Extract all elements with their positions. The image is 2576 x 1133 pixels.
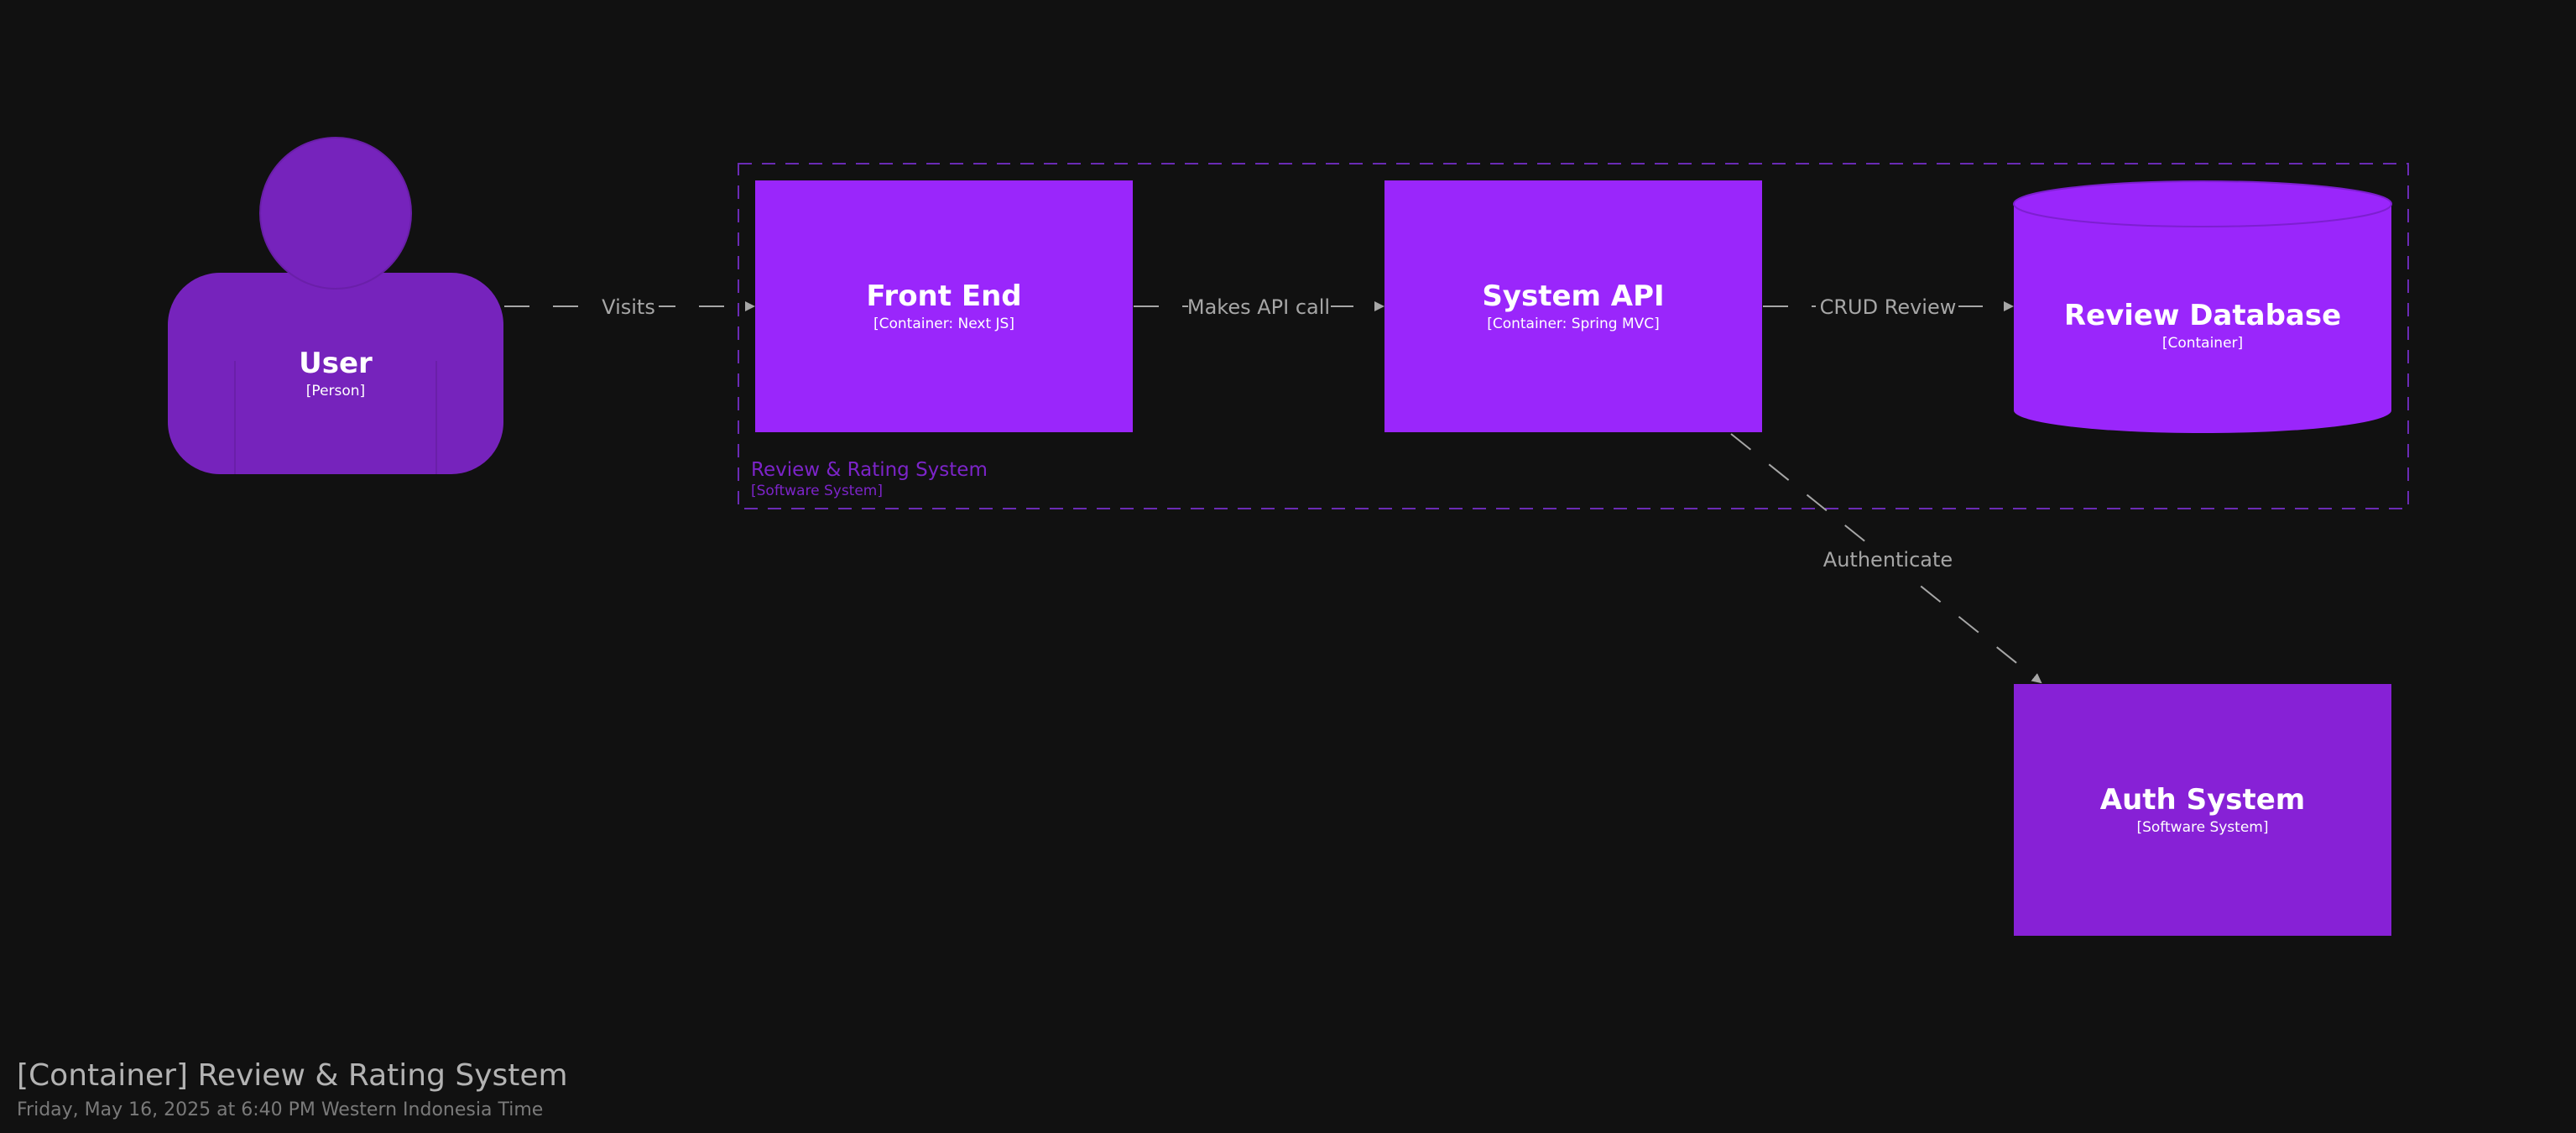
edge-label-bg xyxy=(592,293,659,320)
edge-label-visits: Visits xyxy=(602,295,655,319)
diagram-title: [Container] Review & Rating System xyxy=(17,1058,568,1093)
node-front-end[interactable]: Front End [Container: Next JS] xyxy=(755,180,1133,432)
edge-label-bg xyxy=(1188,293,1331,320)
boundary-subtitle: [Software System] xyxy=(751,483,883,499)
node-subtitle: [Person] xyxy=(306,383,365,399)
cylinder-body xyxy=(2014,204,2391,433)
node-title: System API xyxy=(1482,279,1664,313)
node-review-database[interactable]: Review Database [Container] xyxy=(2013,180,2392,433)
boundary-frame xyxy=(738,163,2409,509)
edge-label-bg xyxy=(1816,293,1958,320)
cylinder-top xyxy=(2013,180,2392,227)
node-title: Front End xyxy=(866,279,1021,313)
diagram-timestamp: Friday, May 16, 2025 at 6:40 PM Western … xyxy=(17,1099,544,1120)
person-body xyxy=(168,273,503,474)
system-boundary[interactable]: Review & Rating System [Software System] xyxy=(738,163,2409,509)
edge-label-authenticate: Authenticate xyxy=(1823,548,1953,572)
node-title: User xyxy=(299,347,373,380)
edge-crud-review[interactable]: CRUD Review xyxy=(1763,293,2014,320)
node-title: Auth System xyxy=(2100,783,2305,817)
node-subtitle: [Software System] xyxy=(2136,819,2268,836)
edge-label-bg xyxy=(1821,546,1955,572)
edge-authenticate[interactable]: Authenticate xyxy=(1730,433,2042,684)
edge-visits[interactable]: Visits xyxy=(504,293,755,320)
node-auth-system[interactable]: Auth System [Software System] xyxy=(2014,684,2391,936)
node-system-api[interactable]: System API [Container: Spring MVC] xyxy=(1384,180,1762,432)
node-title: Review Database xyxy=(2064,299,2341,332)
edge-label-crud-review: CRUD Review xyxy=(1820,295,1957,319)
system-box xyxy=(2014,684,2391,936)
edge-label-makes-api-call: Makes API call xyxy=(1187,295,1330,319)
node-subtitle: [Container] xyxy=(2162,335,2243,352)
container-box xyxy=(1384,180,1762,432)
node-subtitle: [Container: Spring MVC] xyxy=(1487,316,1660,332)
node-user[interactable]: User [Person] xyxy=(168,137,503,474)
person-head xyxy=(259,137,412,290)
node-subtitle: [Container: Next JS] xyxy=(873,316,1014,332)
container-box xyxy=(755,180,1133,432)
boundary-title: Review & Rating System xyxy=(751,459,988,481)
edge-makes-api-call[interactable]: Makes API call xyxy=(1134,293,1384,320)
diagram-footer: [Container] Review & Rating System Frida… xyxy=(17,1061,568,1120)
